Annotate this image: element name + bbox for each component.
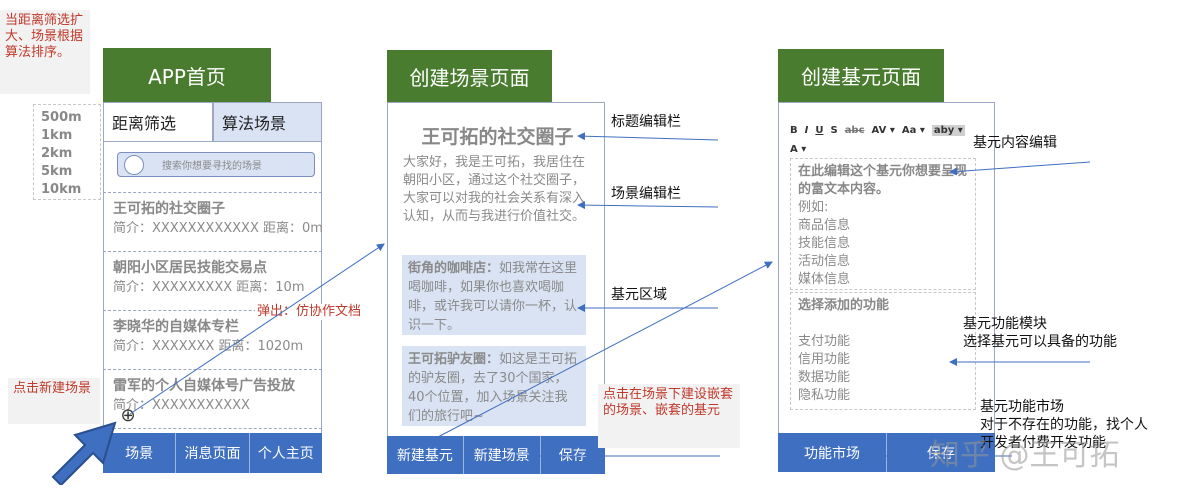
element-card-name: 街角的咖啡店： xyxy=(408,261,500,276)
note-top-left: 当距离筛选扩大、场景根据算法排序。 xyxy=(0,10,90,94)
label-function-module: 基元功能模块 xyxy=(963,316,1047,332)
arrow-rich-edit xyxy=(949,161,1091,176)
label-title-bar: 标题编辑栏 xyxy=(611,114,681,130)
function-option[interactable]: 支付功能 xyxy=(798,334,851,349)
note-popup: 弹出：仿协作文档 xyxy=(255,304,364,320)
editor-line: 例如: xyxy=(798,200,829,215)
editor-line: 活动信息 xyxy=(798,254,851,269)
element-card-name: 王可拓驴友圈： xyxy=(408,352,500,367)
label-market: 基元功能市场 xyxy=(980,399,1064,415)
underline-button[interactable]: U xyxy=(815,125,824,136)
list-item-title: 朝阳小区居民技能交易点 xyxy=(113,260,267,276)
home-bottom-nav: 场景 消息页面 个人主页 xyxy=(103,433,322,473)
bold-button[interactable]: B xyxy=(790,125,798,136)
nav-messages[interactable]: 消息页面 xyxy=(176,433,250,473)
watermark: 知乎 @王可拓 xyxy=(930,438,1120,473)
editor-line: 商品信息 xyxy=(798,218,851,233)
arrow-title-bar xyxy=(577,132,719,141)
arrow-home-to-scene xyxy=(129,243,385,415)
tab-distance-filter[interactable]: 距离筛选 xyxy=(103,102,213,142)
editor-title: 在此编辑这个基元你想要呈现的富文本内容。 xyxy=(798,164,968,197)
label-function-module-desc: 选择基元可以具备的功能 xyxy=(963,334,1117,350)
label-market-desc: 对于不存在的功能，找个人 xyxy=(980,417,1148,433)
distance-option[interactable]: 500m xyxy=(41,110,82,125)
element-page-title: 创建基元页面 xyxy=(778,49,944,102)
strike-button[interactable]: S xyxy=(830,125,838,136)
element-card[interactable]: 王可拓驴友圈：如这是王可拓的驴友圈，去了30个国家，40个位置，加入场景关注我们… xyxy=(402,346,586,426)
list-item-sub: 简介：XXXXXXXXX 距离：10m xyxy=(113,280,305,295)
scene-heading[interactable]: 王可拓的社交圈子 xyxy=(421,126,574,148)
pointer-arrow-icon xyxy=(51,421,117,485)
element-card-text: 如这是王可拓的驴友圈，去了30个国家，40个位置，加入场景关注我们的旅行吧~ xyxy=(408,352,578,424)
new-element-button[interactable]: 新建基元 xyxy=(387,436,464,474)
highlight-button[interactable]: aby ▾ xyxy=(931,125,965,136)
editor-line: 技能信息 xyxy=(798,236,851,251)
add-scene-button[interactable]: ⊕ xyxy=(120,405,136,426)
home-page-title: APP首页 xyxy=(103,48,271,102)
arrow-scene-bar xyxy=(577,201,719,210)
char-spacing-button[interactable]: AV ▾ xyxy=(871,125,895,136)
distance-option[interactable]: 10km xyxy=(41,182,82,197)
list-item[interactable]: 李晓华的自媒体专栏 简介：XXXXXXX 距离：1020m xyxy=(103,310,322,369)
search-input[interactable]: 搜索你想要寻找的场景 xyxy=(117,152,315,177)
label-scene-bar: 场景编辑栏 xyxy=(611,186,681,202)
arrow-new-element xyxy=(435,261,773,439)
element-card[interactable]: 街角的咖啡店：如我常在这里喝咖啡，如果你也喜欢喝咖啡，或许我可以请你一杯，认识一… xyxy=(402,255,586,335)
note-add-scene: 点击新建场景 xyxy=(8,378,100,424)
nav-scene[interactable]: 场景 xyxy=(103,433,177,473)
list-item[interactable]: 雷军的个人自媒体号广告投放 简介：XXXXXXXXXXX xyxy=(103,369,322,429)
list-item-title: 王可拓的社交圈子 xyxy=(113,201,225,217)
list-item-title: 李晓华的自媒体专栏 xyxy=(113,319,239,335)
list-item-sub: 简介：XXXXXXXXXXXX 距离：0m xyxy=(113,221,323,236)
distance-option[interactable]: 2km xyxy=(41,146,73,161)
distance-option[interactable]: 1km xyxy=(41,128,73,143)
new-scene-button[interactable]: 新建场景 xyxy=(464,436,541,474)
function-market-button[interactable]: 功能市场 xyxy=(778,433,887,472)
element-bottom-bar: 功能市场 保存 xyxy=(778,433,995,472)
italic-button[interactable]: I xyxy=(804,125,809,136)
label-element-area: 基元区域 xyxy=(611,287,667,303)
distance-option[interactable]: 5km xyxy=(41,164,73,179)
strikethrough-button[interactable]: abc xyxy=(844,125,865,136)
save-button[interactable]: 保存 xyxy=(927,445,955,462)
list-item[interactable]: 朝阳小区居民技能交易点 简介：XXXXXXXXX 距离：10m xyxy=(103,251,322,310)
distance-dropdown[interactable]: 500m 1km 2km 5km 10km xyxy=(33,104,101,200)
label-market-desc2: 开发者付费开发功能 xyxy=(980,435,1106,451)
tab-algorithm-scene[interactable]: 算法场景 xyxy=(213,102,322,142)
list-item-title: 雷军的个人自媒体号广告投放 xyxy=(113,378,295,394)
list-item-sub: 简介：XXXXXXX 距离：1020m xyxy=(113,339,304,354)
nav-profile[interactable]: 个人主页 xyxy=(257,446,314,462)
search-icon xyxy=(124,154,144,175)
note-nested: 点击在场景下建设嵌套的场景、嵌套的基元 xyxy=(598,384,740,448)
font-color-button[interactable]: A ▾ xyxy=(790,144,807,155)
rich-text-editor[interactable]: 在此编辑这个基元你想要呈现的富文本内容。 例如: 商品信息 技能信息 活动信息 … xyxy=(790,158,976,290)
list-item[interactable]: 王可拓的社交圈子 简介：XXXXXXXXXXXX 距离：0m xyxy=(103,192,323,251)
font-case-button[interactable]: Aa ▾ xyxy=(901,125,925,136)
label-rich-edit: 基元内容编辑 xyxy=(973,135,1057,151)
function-module[interactable]: 选择添加的功能 支付功能 信用功能 数据功能 隐私功能 xyxy=(790,292,976,410)
search-placeholder: 搜索你想要寻找的场景 xyxy=(162,161,262,172)
scene-page-title: 创建场景页面 xyxy=(387,50,552,102)
element-page-frame xyxy=(778,102,995,472)
scene-bottom-bar: 新建基元 新建场景 保存 xyxy=(387,436,605,474)
function-option[interactable]: 隐私功能 xyxy=(798,388,851,403)
function-option[interactable]: 数据功能 xyxy=(798,370,851,385)
list-item-sub: 简介：XXXXXXXXXXX xyxy=(113,398,250,413)
editor-line: 媒体信息 xyxy=(798,272,851,287)
element-card-text: 如我常在这里喝咖啡，如果你也喜欢喝咖啡，或许我可以请你一杯，认识一下。 xyxy=(408,261,578,333)
function-option[interactable]: 信用功能 xyxy=(798,352,851,367)
scene-intro[interactable]: 大家好，我是王可拓，我居住在朝阳小区，通过这个社交圈子，大家可以对我的社会关系有… xyxy=(403,155,586,224)
function-title: 选择添加的功能 xyxy=(798,298,890,313)
scene-list: 王可拓的社交圈子 简介：XXXXXXXXXXXX 距离：0m 朝阳小区居民技能交… xyxy=(103,192,323,429)
